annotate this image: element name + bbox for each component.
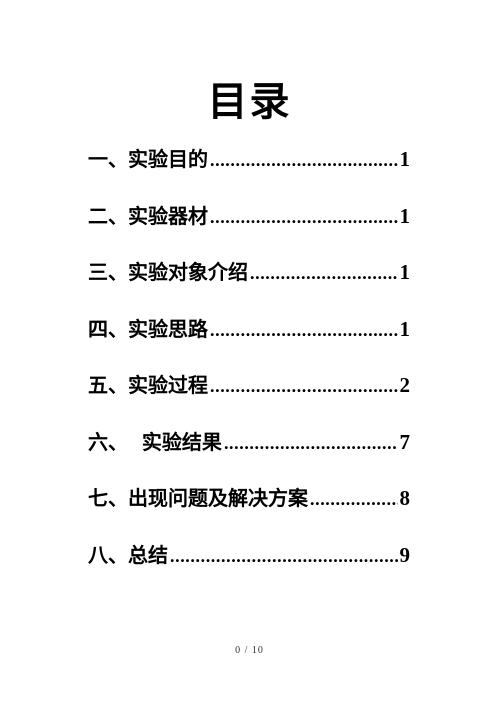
toc-entry-page: 9 [399, 542, 411, 567]
toc-dot-leader [224, 424, 398, 462]
toc-dot-leader [210, 367, 398, 405]
toc-entry-label: 七、出现问题及解决方案 [88, 486, 308, 510]
toc-entry-page: 1 [399, 147, 411, 171]
toc-dot-leader [210, 311, 398, 349]
toc-entry-label: 六、 实验结果 [88, 429, 222, 454]
toc-entry[interactable]: 一、实验目的 1 [88, 140, 410, 178]
toc-entry[interactable]: 三、实验对象介绍 1 [88, 253, 410, 291]
toc-dot-leader [310, 480, 398, 518]
toc-list: 一、实验目的 1 二、实验器材 1 三、实验对象介绍 1 四、实验思路 1 五、… [88, 140, 410, 592]
toc-dot-leader [250, 254, 398, 292]
toc-entry-label: 四、实验思路 [88, 316, 208, 341]
toc-entry-label: 三、实验对象介绍 [88, 260, 248, 284]
toc-entry[interactable]: 二、实验器材 1 [88, 197, 410, 235]
toc-entry-page: 1 [399, 260, 411, 284]
toc-entry-page: 1 [399, 316, 411, 341]
toc-entry-label: 二、实验器材 [88, 203, 208, 228]
toc-entry[interactable]: 四、实验思路 1 [88, 310, 410, 348]
toc-dot-leader [170, 537, 398, 575]
toc-entry[interactable]: 六、 实验结果 7 [88, 423, 410, 461]
toc-entry-label: 一、实验目的 [88, 147, 208, 171]
page-number-footer: 0 / 10 [235, 645, 264, 656]
toc-entry-page: 8 [399, 486, 411, 510]
toc-title: 目录 [207, 79, 292, 125]
toc-dot-leader [210, 141, 398, 179]
toc-entry-page: 7 [399, 429, 411, 454]
toc-entry[interactable]: 五、实验过程 2 [88, 366, 410, 404]
toc-entry[interactable]: 八、总结 9 [88, 536, 410, 574]
toc-entry-label: 五、实验过程 [88, 373, 208, 397]
toc-entry[interactable]: 七、出现问题及解决方案 8 [88, 479, 410, 517]
toc-entry-page: 2 [399, 373, 411, 397]
toc-entry-label: 八、总结 [88, 542, 168, 567]
toc-dot-leader [210, 198, 398, 236]
toc-entry-page: 1 [399, 203, 411, 228]
